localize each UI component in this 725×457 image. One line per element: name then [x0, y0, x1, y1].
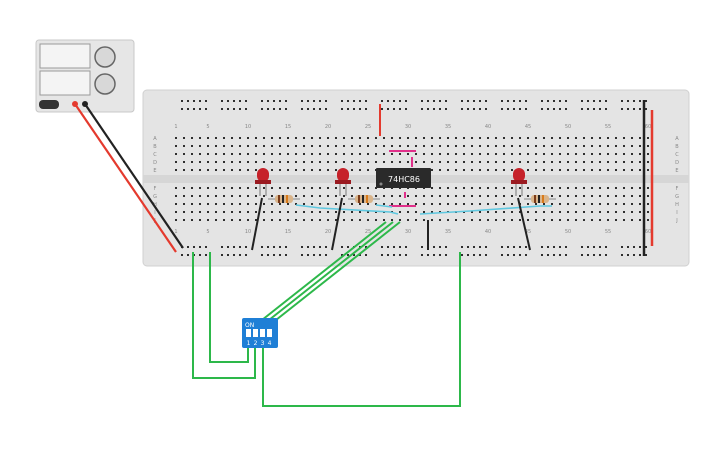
dip-switch-key[interactable] [267, 329, 272, 337]
column-label-top: 50 [565, 124, 571, 130]
row-label: H [675, 202, 679, 208]
cyan-signal-wires[interactable] [295, 204, 552, 215]
chip-label: 74HC86 [388, 175, 420, 184]
led-2[interactable] [335, 168, 351, 196]
red-lead-wire[interactable] [74, 103, 177, 253]
row-label: C [153, 152, 157, 158]
column-label-top: 25 [365, 124, 371, 130]
row-label: H [153, 202, 157, 208]
ground-wires[interactable] [251, 197, 531, 251]
column-label-bottom: 15 [285, 229, 291, 235]
column-label-top: 5 [206, 124, 209, 130]
dip-switch-number: 2 [254, 340, 258, 347]
column-label-top: 10 [245, 124, 251, 130]
voltage-knob[interactable] [94, 46, 116, 68]
row-label: D [153, 160, 157, 166]
resistor-2[interactable] [348, 195, 380, 203]
column-label-bottom: 10 [245, 229, 251, 235]
dip-switch-number: 1 [247, 340, 251, 347]
led-3[interactable] [511, 168, 527, 196]
green-wires[interactable] [192, 221, 461, 407]
power-switch[interactable] [39, 100, 59, 109]
column-label-bottom: 35 [445, 229, 451, 235]
row-label: F [154, 186, 157, 192]
resistor-3[interactable] [524, 195, 556, 203]
column-label-top: 45 [525, 124, 531, 130]
dip-switch-key[interactable] [253, 329, 258, 337]
row-label: J [675, 218, 677, 224]
chip-jumper-wires[interactable] [389, 150, 416, 207]
row-label: E [675, 168, 678, 174]
dip-switch-number: 3 [261, 340, 265, 347]
column-labels: 1155101015152020252530303535404045455050… [174, 124, 651, 235]
chip-74hc86[interactable]: 74HC86 [376, 168, 431, 188]
row-label: G [675, 194, 679, 200]
column-label-bottom: 25 [365, 229, 371, 235]
column-label-top: 35 [445, 124, 451, 130]
current-knob[interactable] [94, 73, 116, 95]
column-label-top: 30 [405, 124, 411, 130]
column-label-top: 1 [174, 124, 177, 130]
row-label: A [153, 136, 157, 142]
dip-on-label: ON [245, 322, 254, 329]
column-label-top: 55 [605, 124, 611, 130]
row-label: I [676, 210, 677, 216]
column-label-top: 15 [285, 124, 291, 130]
row-label: G [153, 194, 157, 200]
row-label: B [675, 144, 679, 150]
resistor-1[interactable] [268, 195, 300, 203]
column-label-bottom: 20 [325, 229, 331, 235]
row-label: C [675, 152, 679, 158]
dip-switch-number: 4 [268, 340, 272, 347]
column-label-bottom: 1 [174, 229, 177, 235]
column-label-bottom: 5 [206, 229, 209, 235]
row-label: B [153, 144, 157, 150]
column-label-top: 20 [325, 124, 331, 130]
led-1[interactable] [255, 168, 271, 196]
row-label: I [154, 210, 155, 216]
column-label-bottom: 40 [485, 229, 491, 235]
dip-switch-key[interactable] [260, 329, 265, 337]
column-label-bottom: 45 [525, 229, 531, 235]
power-supply[interactable] [35, 39, 135, 113]
dip-switch-key[interactable] [246, 329, 251, 337]
row-label: E [153, 168, 156, 174]
column-label-bottom: 55 [605, 229, 611, 235]
column-label-bottom: 30 [405, 229, 411, 235]
row-label: A [675, 136, 679, 142]
column-label-bottom: 50 [565, 229, 571, 235]
column-label-top: 40 [485, 124, 491, 130]
black-lead-wire[interactable] [84, 103, 184, 249]
row-label: D [675, 160, 679, 166]
column-label-top: 60 [645, 124, 651, 130]
column-label-bottom: 60 [645, 229, 651, 235]
row-label: F [676, 186, 679, 192]
